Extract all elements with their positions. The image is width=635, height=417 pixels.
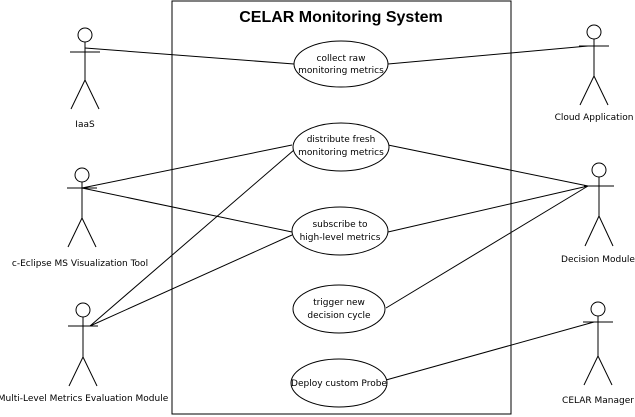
stick-figure-icon <box>579 24 609 106</box>
actor-decision-module: Decision Module <box>561 162 635 265</box>
use-case-collect: collect raw monitoring metrics <box>293 40 389 88</box>
assoc-mlme-distribute <box>89 149 295 327</box>
use-case-label: trigger new <box>313 298 365 308</box>
use-case-label: collect raw <box>317 54 366 64</box>
actor-celar-manager: CELAR Manager <box>562 301 634 406</box>
stick-figure-icon <box>584 162 614 247</box>
actor-label: c-Eclipse MS Visualization Tool <box>12 259 148 269</box>
use-case-label: distribute fresh <box>307 135 376 145</box>
stick-figure-icon <box>68 302 98 387</box>
use-case-label: monitoring metrics <box>298 66 384 76</box>
use-case-deploy: Deploy custom Probe <box>290 358 388 408</box>
stick-figure-icon <box>67 167 97 248</box>
use-case-label: Deploy custom Probe <box>291 379 387 389</box>
use-case-label: monitoring metrics <box>298 148 384 158</box>
actor-cloud-application: Cloud Application <box>555 24 634 123</box>
actor-label: Decision Module <box>561 255 635 265</box>
actor-multi-level-metrics-module: Multi-Level Metrics Evaluation Module <box>0 302 169 404</box>
use-case-ellipse <box>290 358 388 408</box>
use-case-ellipse <box>293 40 389 88</box>
assoc-decision-trigger <box>385 185 589 309</box>
actor-iaas: IaaS <box>70 27 100 130</box>
actor-eclipse-visualization-tool: c-Eclipse MS Visualization Tool <box>12 167 148 269</box>
assoc-manager-deploy <box>385 321 595 381</box>
assoc-iaas-collect <box>84 47 295 65</box>
use-case-label: decision cycle <box>307 311 371 321</box>
use-case-ellipse <box>291 206 389 256</box>
use-case-ellipse <box>292 284 386 334</box>
use-case-ellipse <box>292 122 390 172</box>
actor-label: CELAR Manager <box>562 396 634 406</box>
assoc-decision-distribute <box>387 144 589 187</box>
stick-figure-icon <box>583 301 613 386</box>
stick-figure-icon <box>70 27 100 110</box>
use-case-label: high-level metrics <box>300 233 381 243</box>
assoc-eclipse-distribute <box>81 144 293 189</box>
assoc-cloudapp-collect <box>387 45 589 65</box>
use-case-distribute: distribute fresh monitoring metrics <box>292 122 390 172</box>
actor-label: Multi-Level Metrics Evaluation Module <box>0 394 169 404</box>
use-case-trigger: trigger new decision cycle <box>292 284 386 334</box>
system-boundary <box>171 0 512 415</box>
actor-label: IaaS <box>75 120 95 130</box>
assoc-eclipse-subscribe <box>81 187 293 233</box>
use-case-label: subscribe to <box>312 220 368 230</box>
system-title: CELAR Monitoring System <box>239 9 443 26</box>
use-case-subscribe: subscribe to high-level metrics <box>291 206 389 256</box>
associations <box>81 45 595 381</box>
actor-label: Cloud Application <box>555 113 634 123</box>
assoc-mlme-subscribe <box>89 234 293 327</box>
assoc-decision-subscribe <box>387 185 589 233</box>
